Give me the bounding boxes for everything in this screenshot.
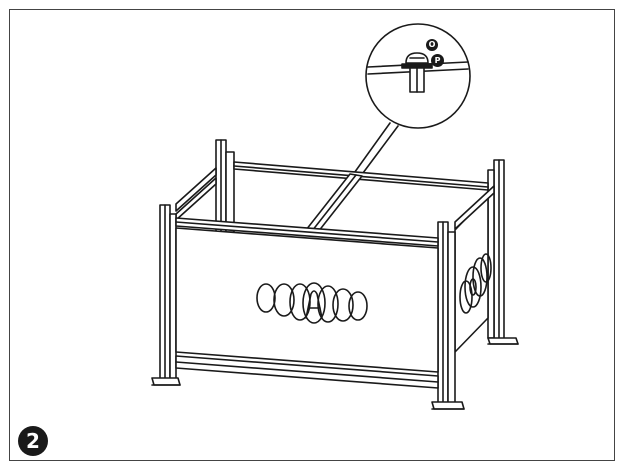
step-number-badge: 2 [18,426,48,456]
front-panel [175,227,439,373]
back-left-post [215,139,235,233]
left-end-rails [175,167,217,221]
washer-label: O [426,39,438,51]
front-top-rail [175,217,439,247]
center-divider-rail [305,173,363,233]
callout-leader-lines [351,122,399,178]
front-left-post [151,204,181,386]
callout-circle [365,23,471,129]
front-panel-ornament [256,282,368,324]
bolt-label: P [431,54,444,67]
front-bottom-rail [175,355,439,389]
foot-pads [151,343,519,410]
right-end-panel [454,185,495,353]
